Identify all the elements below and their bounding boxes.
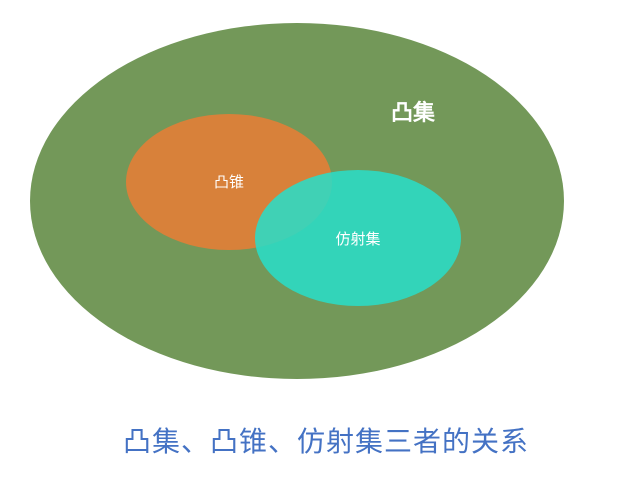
diagram-caption: 凸集、凸锥、仿射集三者的关系 (122, 425, 529, 458)
convex-set-label: 凸集 (391, 100, 436, 126)
affine-set-label: 仿射集 (335, 230, 380, 248)
venn-diagram: 凸集 凸锥 仿射集 (30, 23, 564, 379)
affine-set-ellipse (255, 170, 461, 306)
convex-cone-label: 凸锥 (214, 173, 244, 191)
